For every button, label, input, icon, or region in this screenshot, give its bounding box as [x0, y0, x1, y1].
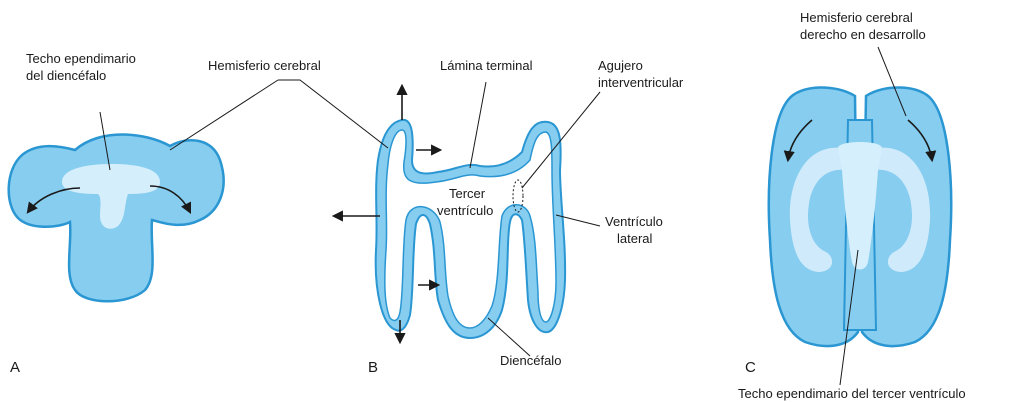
label-foramen-line1: Agujero [598, 58, 643, 73]
label-hemisphere: Hemisferio cerebral [208, 58, 321, 73]
panel-letter-a: A [10, 359, 20, 376]
label-lateral-ventricle-line1: Ventrículo [605, 214, 663, 229]
label-third-ventricle-line2: ventrículo [437, 203, 493, 218]
panel-b: Hemisferio cerebral Lámina terminal Aguj… [170, 58, 684, 376]
label-diencephalon: Diencéfalo [500, 353, 561, 368]
panel-a: Techo ependimario del diencéfalo A [9, 51, 224, 376]
panel-letter-c: C [745, 359, 756, 376]
panel-letter-b: B [368, 359, 378, 376]
panel-c: Hemisferio cerebral derecho en desarroll… [738, 10, 966, 401]
label-right-hemisphere-line2: derecho en desarrollo [800, 27, 926, 42]
label-roof-plate-line1: Techo ependimario [26, 51, 136, 66]
label-roof-plate-line2: del diencéfalo [26, 68, 106, 83]
label-foramen-line2: interventricular [598, 75, 684, 90]
label-lamina-terminalis: Lámina terminal [440, 58, 533, 73]
label-third-ventricle-line1: Tercer [449, 186, 486, 201]
label-roof-third-ventricle: Techo ependimario del tercer ventrículo [738, 386, 966, 401]
label-right-hemisphere-line1: Hemisferio cerebral [800, 10, 913, 25]
label-lateral-ventricle-line2: lateral [617, 231, 653, 246]
